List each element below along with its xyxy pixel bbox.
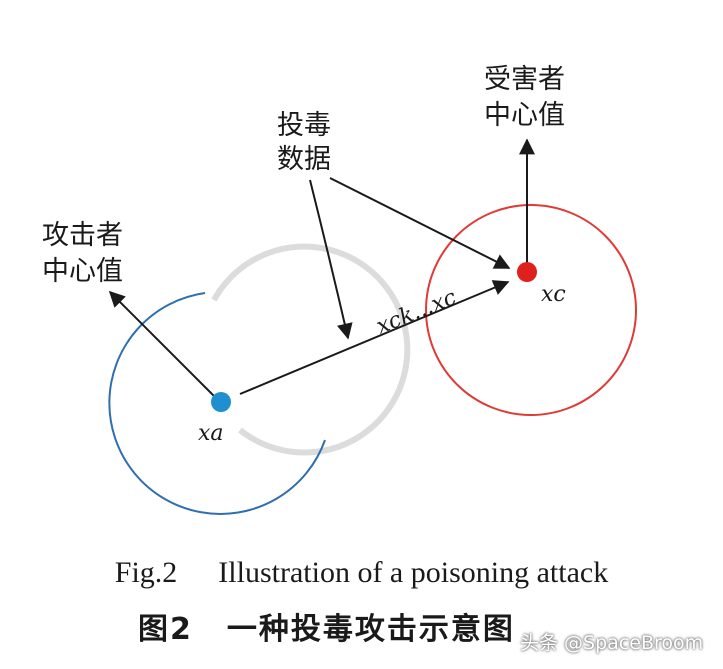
victim-label-line2: 中心值 (484, 100, 565, 131)
victim-point-label: xc (541, 282, 566, 307)
english-caption: Fig.2 Illustration of a poisoning attack (0, 556, 723, 590)
chinese-figure-number: 图2 (138, 612, 193, 647)
victim-cluster-circle (425, 204, 637, 416)
victim-center-point (517, 262, 537, 282)
path-label: xck...xc (373, 285, 460, 340)
shifted-cluster-shadow (211, 243, 411, 456)
attacker-label-line2: 中心值 (42, 256, 123, 287)
poison-path-arrow (239, 280, 510, 395)
poison-label-line1: 投毒 (277, 110, 331, 141)
victim-label-line1: 受害者 (484, 64, 565, 95)
chinese-caption: 图2 一种投毒攻击示意图 (138, 604, 515, 648)
watermark: 头条 @SpaceBroom (520, 632, 704, 654)
attacker-center-arrow (108, 290, 219, 401)
attacker-point-label: xa (198, 421, 224, 446)
poison-to-path-arrow (309, 179, 353, 340)
poison-to-victim-arrow (329, 177, 511, 269)
figure-number: Fig.2 (114, 556, 178, 589)
attacker-center-point (211, 392, 231, 412)
attacker-label-line1: 攻击者 (42, 220, 123, 251)
attacker-cluster-arc (108, 292, 326, 515)
chinese-figure-title: 一种投毒攻击示意图 (226, 612, 515, 647)
poison-label-line2: 数据 (277, 144, 331, 175)
figure-title: Illustration of a poisoning attack (218, 556, 609, 589)
